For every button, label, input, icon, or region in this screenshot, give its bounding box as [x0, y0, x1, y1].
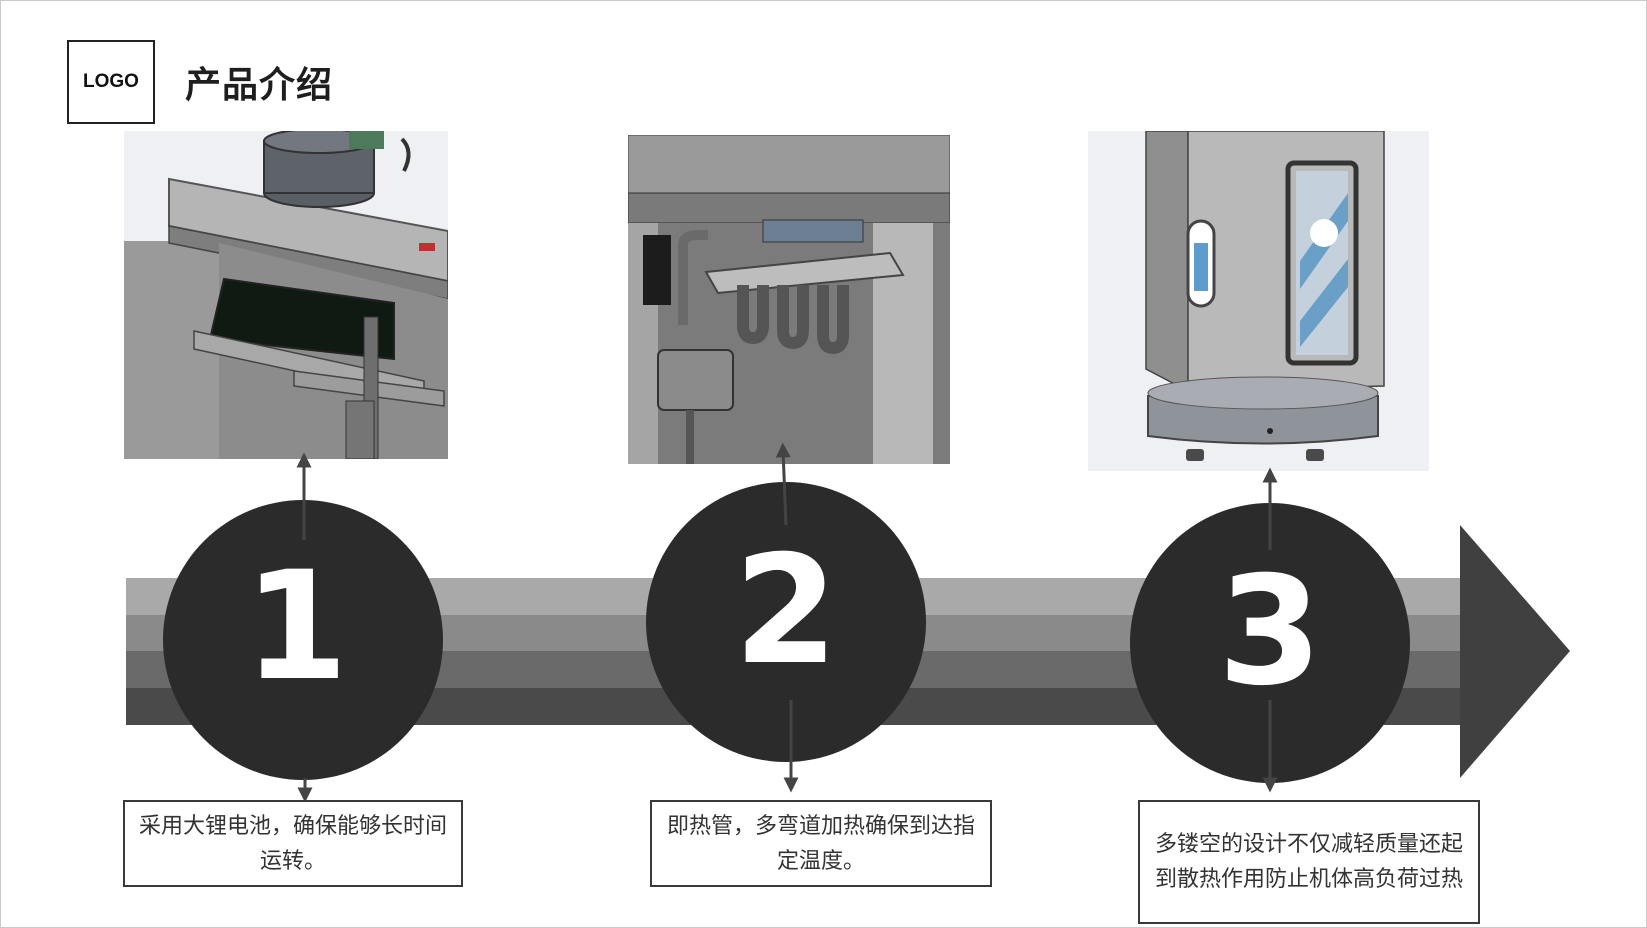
step-number: 1	[244, 540, 348, 714]
timeline-arrow-head	[1460, 525, 1570, 778]
caption-text: 即热管，多弯道加热确保到达指定温度。	[666, 813, 975, 874]
caption-text: 多镂空的设计不仅减轻质量还起到散热作用防止机体高负荷过热	[1154, 832, 1463, 892]
caption-text: 采用大锂电池，确保能够长时间运转。	[138, 813, 447, 874]
step-3-marker: 3	[1130, 503, 1410, 783]
hollow-body-image	[1088, 131, 1429, 471]
step-3-caption: 多镂空的设计不仅减轻质量还起到散热作用防止机体高负荷过热	[1138, 800, 1480, 924]
logo-text: LOGO	[83, 71, 139, 92]
battery-compartment-image	[124, 131, 448, 459]
step-2-marker: 2	[646, 482, 926, 762]
step-2-caption: 即热管，多弯道加热确保到达指定温度。	[650, 800, 992, 887]
connector-2-top	[775, 442, 791, 526]
step-circle	[163, 500, 443, 780]
step-1-caption: 采用大锂电池，确保能够长时间运转。	[123, 800, 463, 887]
step-circle	[1130, 503, 1410, 783]
logo-placeholder: LOGO	[67, 40, 155, 124]
step-1-marker: 1	[163, 500, 443, 780]
step-number: 3	[1218, 545, 1322, 719]
step-number: 2	[734, 524, 838, 698]
page-title: 产品介绍	[185, 65, 334, 106]
step-circle	[646, 482, 926, 762]
heating-tube-image	[628, 135, 950, 464]
